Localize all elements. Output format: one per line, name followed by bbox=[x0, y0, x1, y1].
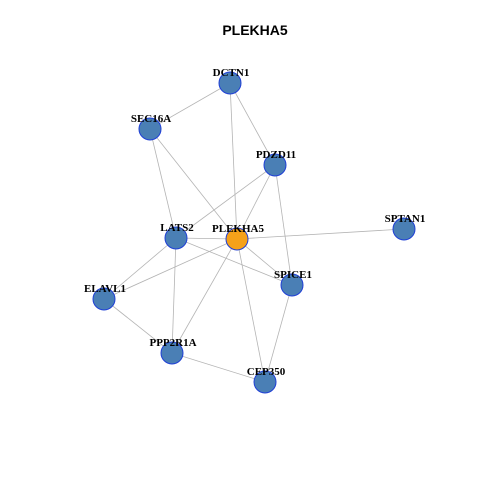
node-circle bbox=[280, 273, 304, 297]
edge-pdzd11-lats2 bbox=[175, 164, 276, 239]
node-label: SPTAN1 bbox=[385, 213, 426, 225]
edge-plekha5-ppp2r1a bbox=[171, 238, 238, 354]
edge-lats2-spice1 bbox=[175, 237, 293, 286]
diagram-title: PLEKHA5 bbox=[222, 22, 288, 38]
node-label: DCTN1 bbox=[213, 67, 250, 79]
node-label: CEP350 bbox=[247, 366, 286, 378]
edge-pdzd11-plekha5 bbox=[236, 164, 276, 240]
node-circle bbox=[138, 117, 162, 141]
node-label: LATS2 bbox=[160, 222, 194, 234]
node-lats2: LATS2 bbox=[160, 222, 194, 250]
node-circle bbox=[164, 226, 188, 250]
node-spice1: SPICE1 bbox=[274, 269, 312, 297]
node-elavl1: ELAVL1 bbox=[84, 283, 126, 311]
edge-plekha5-cep350 bbox=[236, 238, 266, 383]
node-circle bbox=[160, 341, 184, 365]
node-cep350: CEP350 bbox=[247, 366, 286, 394]
edge-plekha5-elavl1 bbox=[103, 238, 238, 300]
edge-sec16a-plekha5 bbox=[149, 128, 238, 240]
node-label: PPP2R1A bbox=[149, 337, 196, 349]
edge-spice1-cep350 bbox=[264, 284, 293, 383]
node-circle bbox=[225, 227, 249, 251]
node-plekha5: PLEKHA5 bbox=[212, 223, 264, 251]
node-label: SPICE1 bbox=[274, 269, 312, 281]
node-label: PLEKHA5 bbox=[212, 223, 264, 235]
node-dctn1: DCTN1 bbox=[213, 67, 250, 95]
node-circle bbox=[392, 217, 416, 241]
node-sptan1: SPTAN1 bbox=[385, 213, 426, 241]
node-sec16a: SEC16A bbox=[131, 113, 171, 141]
node-circle bbox=[253, 370, 277, 394]
edge-lats2-ppp2r1a bbox=[171, 237, 177, 354]
edge-sec16a-lats2 bbox=[149, 128, 177, 239]
node-circle bbox=[263, 153, 287, 177]
edge-dctn1-sec16a bbox=[149, 82, 231, 130]
node-pdzd11: PDZD11 bbox=[256, 149, 296, 177]
edge-plekha5-sptan1 bbox=[236, 228, 405, 240]
edge-pdzd11-spice1 bbox=[274, 164, 293, 286]
node-circle bbox=[218, 71, 242, 95]
node-label: PDZD11 bbox=[256, 149, 296, 161]
edge-plekha5-spice1 bbox=[236, 238, 293, 286]
edge-lats2-elavl1 bbox=[103, 237, 177, 300]
edge-dctn1-pdzd11 bbox=[229, 82, 276, 166]
edge-ppp2r1a-cep350 bbox=[171, 352, 266, 383]
node-circle bbox=[92, 287, 116, 311]
edge-dctn1-plekha5 bbox=[229, 82, 238, 240]
node-ppp2r1a: PPP2R1A bbox=[149, 337, 197, 365]
edge-elavl1-ppp2r1a bbox=[103, 298, 173, 354]
node-label: ELAVL1 bbox=[84, 283, 126, 295]
node-label: SEC16A bbox=[131, 113, 171, 125]
edge-layer bbox=[103, 82, 405, 383]
